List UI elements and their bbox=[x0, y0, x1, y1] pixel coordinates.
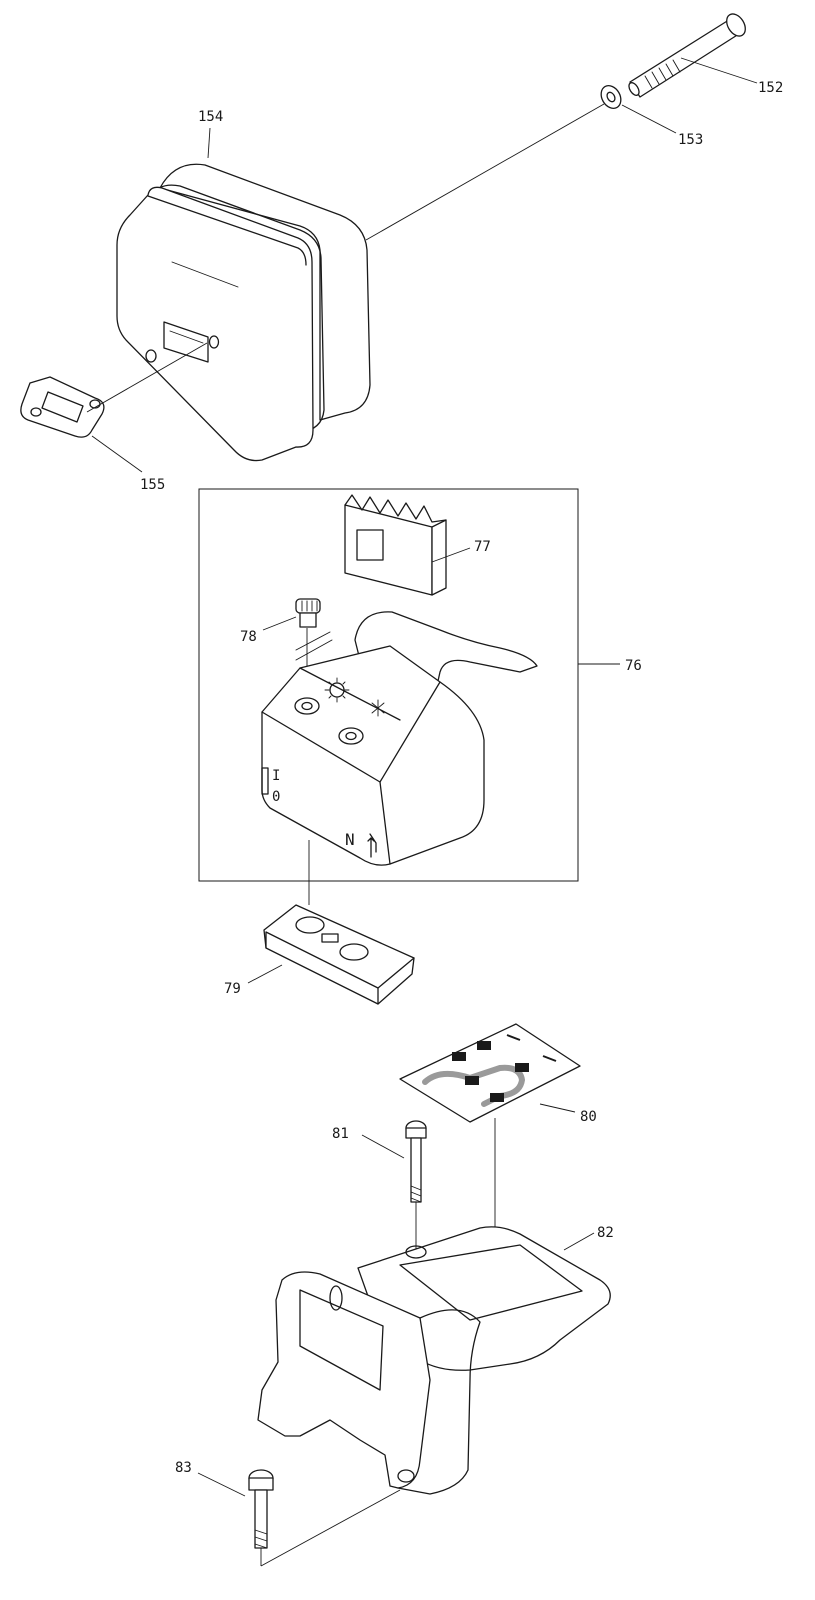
label-79: 79 bbox=[224, 981, 241, 997]
part-76-housing bbox=[261, 611, 538, 866]
arrow-letter-marking: N bbox=[345, 830, 355, 849]
part-80-label bbox=[399, 1023, 581, 1280]
part-82-bracket bbox=[257, 1226, 611, 1495]
label-80: 80 bbox=[580, 1109, 597, 1125]
part-154-muffler-cover bbox=[116, 103, 605, 462]
label-82: 82 bbox=[597, 1225, 614, 1241]
label-154: 154 bbox=[198, 109, 223, 125]
part-77-insert bbox=[344, 494, 471, 596]
part-81-screw bbox=[361, 1120, 427, 1250]
label-76: 76 bbox=[625, 658, 642, 674]
label-77: 77 bbox=[474, 539, 491, 555]
part-153-washer bbox=[600, 85, 622, 109]
part-155-gasket bbox=[20, 342, 208, 438]
label-81: 81 bbox=[332, 1126, 349, 1142]
label-152: 152 bbox=[758, 80, 783, 96]
switch-on-marking: I bbox=[272, 768, 280, 784]
part-79-filter bbox=[247, 840, 415, 1005]
label-155: 155 bbox=[140, 477, 165, 493]
part-152-bolt bbox=[628, 13, 746, 98]
label-153: 153 bbox=[678, 132, 703, 148]
part-83-screw bbox=[197, 1469, 401, 1567]
assembly-box-76 bbox=[198, 488, 579, 882]
label-83: 83 bbox=[175, 1460, 192, 1476]
part-78-knob bbox=[262, 598, 321, 690]
label-78: 78 bbox=[240, 629, 257, 645]
switch-off-marking: 0 bbox=[272, 789, 280, 805]
